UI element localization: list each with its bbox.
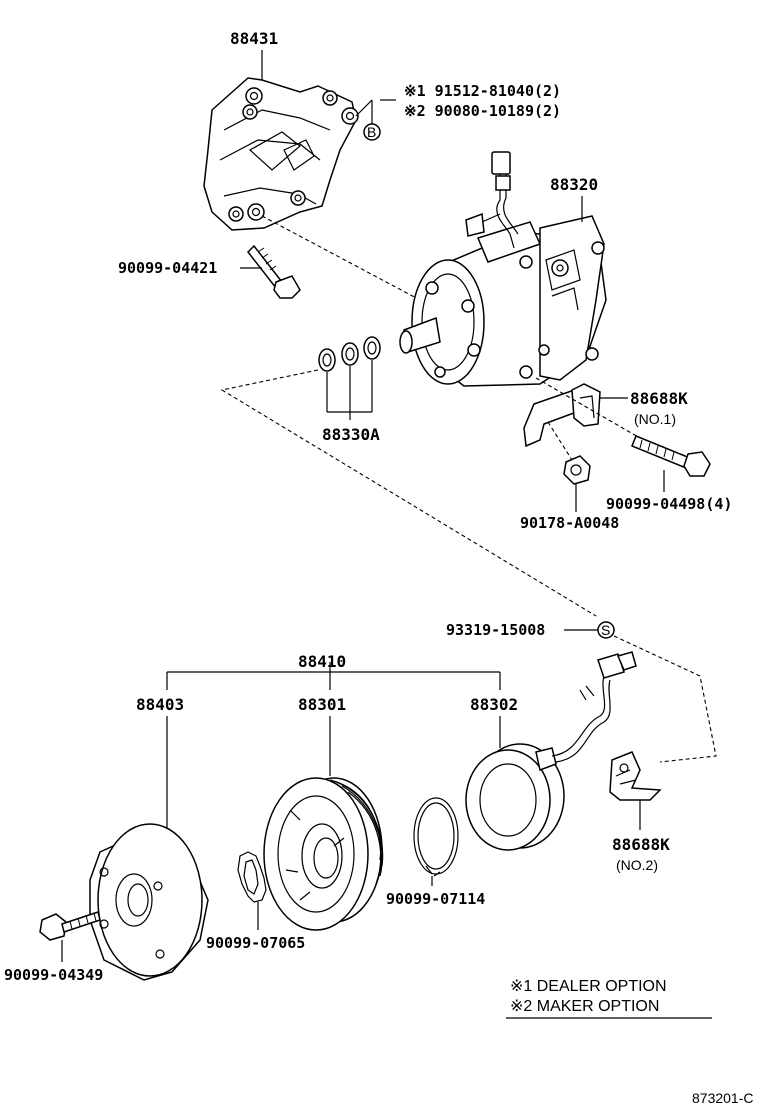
leader-b-2 bbox=[355, 99, 373, 117]
field-coil-drawing bbox=[465, 651, 637, 851]
dashed-o-ring-lower bbox=[220, 369, 597, 617]
label-88431: 88431 bbox=[230, 29, 278, 48]
label-88688k-no1-sub: (NO.1) bbox=[634, 411, 676, 427]
label-93319-15008: 93319-15008 bbox=[446, 621, 545, 639]
legend-line-2: ※2 MAKER OPTION bbox=[510, 998, 659, 1015]
legend-line-1: ※1 DEALER OPTION bbox=[510, 978, 667, 995]
label-90099-04349: 90099-04349 bbox=[4, 966, 103, 984]
callout-b-line2: ※2 90080-10189(2) bbox=[404, 102, 561, 120]
label-88301: 88301 bbox=[298, 695, 346, 714]
label-90099-07065: 90099-07065 bbox=[206, 934, 305, 952]
label-88410: 88410 bbox=[298, 652, 346, 671]
pulley-drawing bbox=[263, 777, 384, 931]
bolt-90099-04421-drawing bbox=[247, 244, 301, 299]
snap-ring-drawing bbox=[413, 797, 459, 877]
dashed-bracket-compressor bbox=[261, 215, 421, 301]
compressor-bracket-drawing bbox=[203, 77, 359, 231]
bracket-88688k-no1-drawing bbox=[523, 383, 601, 448]
label-88320: 88320 bbox=[550, 175, 598, 194]
nut-90178-a0048-drawing bbox=[563, 455, 591, 485]
label-88688k-no2: 88688K bbox=[612, 835, 670, 854]
compressor-drawing bbox=[399, 151, 607, 387]
o-rings-drawing bbox=[318, 336, 381, 372]
leader-88330a bbox=[326, 360, 373, 420]
callout-b-line1: ※1 91512-81040(2) bbox=[404, 82, 561, 100]
callout-b-circle bbox=[363, 123, 381, 141]
pressure-plate-drawing bbox=[89, 823, 209, 981]
label-90099-04498: 90099-04498(4) bbox=[606, 495, 732, 513]
callout-b-symbol: B bbox=[367, 124, 376, 140]
bolt-90099-04498-drawing bbox=[631, 435, 711, 477]
label-90178-a0048: 90178-A0048 bbox=[520, 514, 619, 532]
dashed-s-bracket bbox=[613, 635, 717, 763]
bracket-88688k-no2-drawing bbox=[609, 751, 662, 801]
label-88403: 88403 bbox=[136, 695, 184, 714]
label-88688k-no2-sub: (NO.2) bbox=[616, 857, 658, 873]
label-88302: 88302 bbox=[470, 695, 518, 714]
shim-90099-07065-drawing bbox=[237, 851, 267, 903]
label-88688k-no1: 88688K bbox=[630, 389, 688, 408]
label-90099-07114: 90099-07114 bbox=[386, 890, 485, 908]
label-90099-04421: 90099-04421 bbox=[118, 259, 217, 277]
leader-88410 bbox=[166, 662, 501, 690]
dashed-compressor-bolt bbox=[535, 377, 641, 439]
diagram-id: 873201-C bbox=[692, 1090, 754, 1106]
callout-s-symbol: S bbox=[601, 622, 610, 638]
label-88330a: 88330A bbox=[322, 425, 380, 444]
bolt-90099-04349-drawing bbox=[39, 911, 101, 941]
callout-s-circle bbox=[597, 621, 615, 639]
dashed-bracket-nut bbox=[547, 421, 573, 461]
